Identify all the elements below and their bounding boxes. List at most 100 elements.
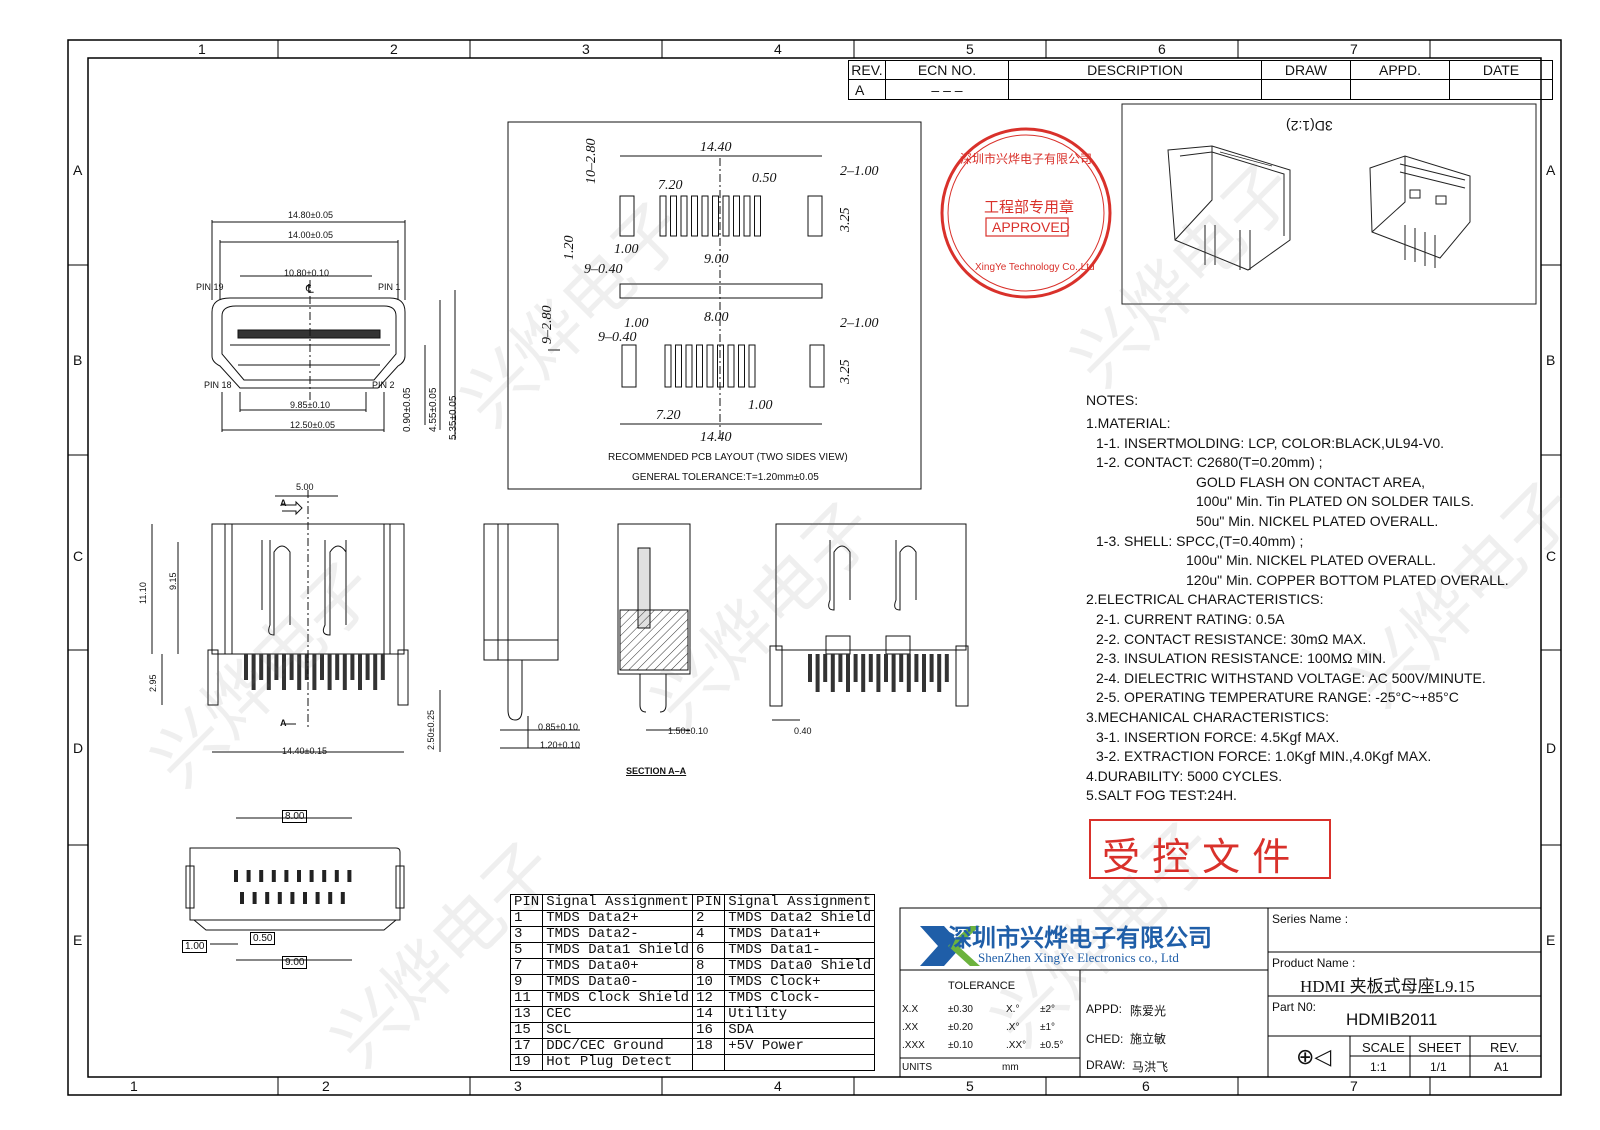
company-logo [920,926,980,966]
signal-name: TMDS Data2 Shield [724,910,876,927]
pin-number: 10 [692,974,726,991]
contact-pin [304,654,309,680]
contact-pin [328,892,333,904]
contact-pin [937,654,942,692]
note-line: 1-1. INSERTMOLDING: LCP, COLOR:BLACK,UL9… [1096,434,1445,451]
signal-name: TMDS Data0 Shield [724,958,876,975]
contact-pin [274,654,279,680]
section-marker: A [280,718,287,728]
pcb-layout-drawing [507,121,922,490]
contact-pin [289,654,294,680]
signal-name: Utility [724,1006,876,1023]
view-3d-drawing [1121,103,1537,305]
scale-value: 1:1 [1370,1060,1387,1074]
note-line: 3-1. INSERTION FORCE: 4.5Kgf MAX. [1096,728,1340,745]
sheet-value: 1/1 [1430,1060,1447,1074]
sheet-label: SHEET [1418,1040,1462,1055]
contact-pin [808,654,812,682]
grid-col-label: 7 [1350,1078,1358,1094]
contact-pin [259,654,264,680]
grid-col-label: 3 [514,1078,522,1094]
contact-pin [297,870,301,882]
tolerance-cell: ±0.30 [948,1004,973,1015]
part-label: Part N0: [1272,1000,1317,1014]
pin-number: 11 [509,990,544,1007]
contact-pin [340,892,345,904]
grid-col-label: 7 [1350,41,1358,57]
contact-pin [906,654,911,692]
front-view-drawing [211,220,456,440]
dim-label: 4.55±0.05 [428,387,439,432]
pin-label: PIN 1 [378,282,401,292]
contact-pin [884,654,888,682]
draw-value [1261,79,1351,100]
note-line: 2-2. CONTACT RESISTANCE: 30mΩ MAX. [1096,630,1367,647]
rev-value: A [848,79,886,100]
contact-pin [914,654,919,682]
note-line: 50u" Min. NICKEL PLATED OVERALL. [1196,513,1439,529]
contact-pin [347,870,352,882]
contact-pin [234,870,238,882]
contact-pin [380,654,385,680]
dim-label: 1.20±0.10 [540,740,580,750]
contact-pin [706,344,714,388]
grid-col-label: 6 [1158,41,1166,57]
dim-label: 0.50 [752,171,777,186]
contact-pin [271,870,276,882]
ecn-value: – – – [885,79,1009,100]
contact-pin [252,892,257,904]
contact-pin [815,654,820,692]
appd-value: 陈爱光 [1130,1004,1167,1018]
contact-pin [259,870,264,882]
contact-pin [861,654,866,692]
dim-label: 1.00 [614,242,639,257]
note-line: 1-3. SHELL: SPCC,(T=0.40mm) ; [1096,532,1304,549]
signal-name: TMDS Clock- [724,990,876,1007]
contact-pin [334,870,339,882]
contact-pin [722,195,730,237]
contact-pin [891,654,896,692]
rear-view-drawing [769,523,969,721]
contact-pin [284,870,289,882]
units-label: UNITS [902,1062,932,1073]
dim-label: 9.85±0.10 [290,400,330,410]
appd-header: APPD. [1350,60,1450,80]
contact-pin [312,654,317,690]
bottom-view-drawing [185,817,405,961]
note-line: 2-1. CURRENT RATING: 0.5A [1096,611,1285,627]
grid-row-label: D [73,740,84,756]
contact-pin [309,870,314,882]
note-line: 100u" Min. NICKEL PLATED OVERALL. [1186,552,1437,569]
contact-pin [322,870,327,882]
dim-label: 9.00 [282,956,308,969]
contact-pin [320,654,324,680]
pin-number: 12 [692,990,726,1007]
grid-col-label: 3 [582,41,590,57]
signal-name: TMDS Data1+ [724,926,876,943]
grid-row-label: B [73,352,83,368]
contact-pin [246,870,251,882]
contact-pin [853,654,858,682]
signal-name: TMDS Data1- [724,942,876,959]
contact-pin [335,654,340,680]
dim-label: 14.40 [700,430,732,445]
dim-label: 14.80±0.05 [288,210,333,220]
contact-pin [244,654,248,680]
contact-pin [365,654,370,680]
draw-header: DRAW [1261,60,1351,80]
signal-name: TMDS Data0- [542,974,694,991]
description-value [1008,79,1262,100]
note-line: 2-4. DIELECTRIC WITHSTAND VOLTAGE: AC 50… [1096,669,1486,686]
rev-header: REV. [848,60,886,80]
contact-pin [944,654,949,682]
pin-header: PIN [692,894,726,911]
contact-pin [754,195,761,237]
tolerance-cell: X.X [902,1004,919,1015]
dim-label: 3.25 [838,359,853,385]
contact-pin [327,654,332,690]
contact-pin [265,892,270,904]
note-line: 2-3. INSULATION RESISTANCE: 100MΩ MIN. [1096,650,1387,667]
